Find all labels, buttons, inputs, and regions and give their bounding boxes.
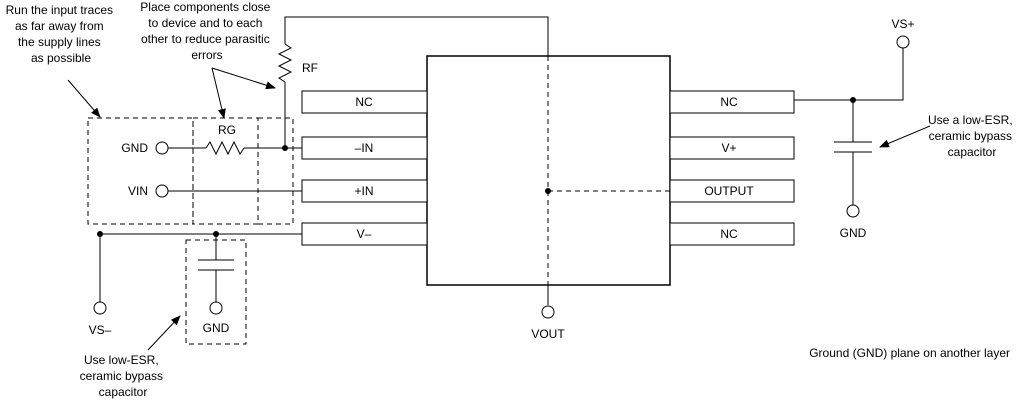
annotation-input-traces-line-4: as possible (31, 51, 91, 65)
ground-plane-note: Ground (GND) plane on another layer (809, 346, 1010, 360)
pin-nc-right-top-label: NC (720, 95, 738, 109)
gnd-bottom-label: GND (203, 321, 230, 335)
annotation-input-traces-line-1: Run the input traces (6, 3, 113, 17)
vs-minus-terminal (93, 301, 107, 315)
annotation-place-components-line-3: other to reduce parasitic (141, 32, 270, 46)
annotation-bypass-left: Use low-ESR, ceramic bypass capacitor (80, 353, 167, 399)
rf-resistor (277, 43, 293, 83)
arrow-bypass-right (879, 125, 931, 148)
pin-nc-left (301, 90, 428, 114)
annotation-input-traces-line-3: the supply lines (18, 35, 101, 49)
rf-label: RF (302, 61, 318, 75)
pin-v-minus-label: V– (357, 227, 372, 241)
bypass-left-zone (185, 239, 247, 345)
annotation-bypass-right-line-2: ceramic bypass (929, 129, 1012, 143)
gnd-left-label: GND (121, 141, 148, 155)
arrow-bypass-left (147, 315, 181, 351)
amplifier-chip (426, 55, 671, 286)
annotation-input-traces: Run the input traces as far away from th… (6, 3, 117, 65)
rg-resistor (205, 140, 245, 156)
pin-in-minus-label: –IN (355, 141, 374, 155)
vin-terminal (155, 184, 169, 198)
pin-v-plus-label: V+ (721, 141, 736, 155)
annotation-bypass-left-line-3: capacitor (99, 385, 148, 399)
vout-terminal (541, 305, 555, 319)
pin-in-plus-label: +IN (354, 184, 373, 198)
annotation-bypass-left-line-2: ceramic bypass (80, 369, 163, 383)
pin-v-plus (669, 136, 795, 160)
rf-node-zone (257, 117, 294, 225)
annotation-input-traces-line-2: as far away from (15, 19, 104, 33)
gnd-left-terminal (155, 141, 169, 155)
pin-nc-right-bottom (669, 222, 795, 246)
vs-plus-label: VS+ (891, 17, 914, 31)
annotation-bypass-right: Use a low-ESR, ceramic bypass capacitor (928, 113, 1016, 159)
annotation-place-components-line-1: Place components close (140, 0, 270, 14)
rg-label: RG (218, 123, 236, 137)
pin-output (669, 179, 795, 203)
pin-nc-left-label: NC (355, 95, 373, 109)
arrow-place-components-rg (211, 67, 226, 119)
arrow-input-traces (67, 79, 101, 118)
vout-label: VOUT (531, 327, 565, 341)
arrow-place-components-rf (211, 67, 276, 90)
vin-label: VIN (128, 184, 148, 198)
annotation-place-components: Place components close to device and to … (140, 0, 273, 62)
gnd-bottom-terminal (209, 301, 223, 315)
vs-plus-trace (794, 48, 904, 101)
annotation-bypass-right-line-3: capacitor (948, 145, 997, 159)
vs-minus-label: VS– (89, 323, 112, 337)
annotation-place-components-line-4: errors (191, 48, 222, 62)
pin-nc-right-top (669, 90, 795, 114)
annotation-bypass-left-line-1: Use low-ESR, (84, 353, 159, 367)
vs-plus-terminal (896, 35, 910, 49)
gnd-right-label: GND (840, 226, 867, 240)
inverting-node (282, 145, 288, 151)
feedback-trace (284, 16, 549, 56)
input-trace-zone (87, 117, 194, 225)
pin-output-label: OUTPUT (704, 184, 754, 198)
annotation-bypass-right-line-1: Use a low-ESR, (928, 113, 1013, 127)
annotation-place-components-line-2: to device and to each (148, 16, 262, 30)
output-node (545, 188, 551, 194)
pin-nc-right-bottom-label: NC (720, 227, 738, 241)
gnd-right-terminal (846, 204, 860, 218)
